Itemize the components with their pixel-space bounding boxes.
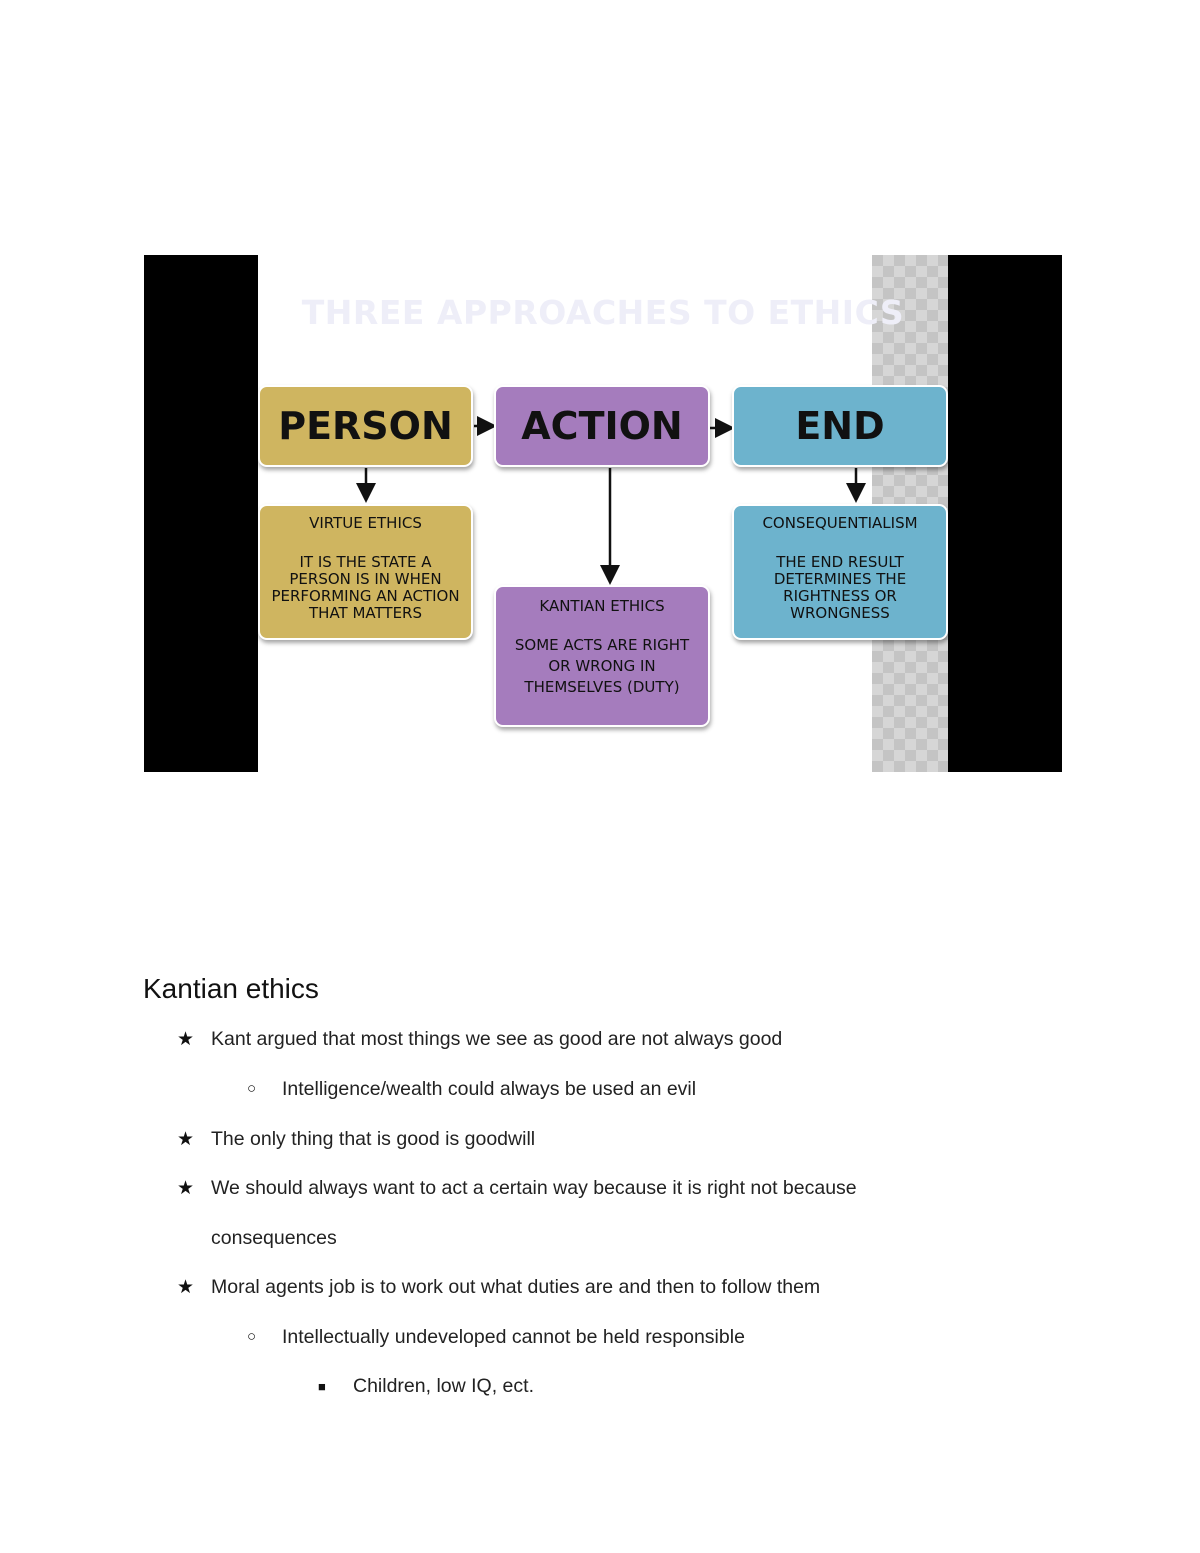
slide-title: THREE APPROACHES TO ETHICS: [301, 293, 905, 332]
bullet-item: Intellectually undeveloped cannot be hel…: [282, 1326, 745, 1348]
bullet-item: The only thing that is good is goodwill: [211, 1128, 536, 1150]
right-black-bar: [948, 255, 1062, 772]
action-label: ACTION: [521, 404, 683, 448]
bullet-item: We should always want to act a certain w…: [211, 1177, 857, 1199]
consequentialism-body: THE END RESULT DETERMINES THE RIGHTNESS …: [773, 553, 907, 622]
end-box: END: [732, 385, 948, 467]
bullet-item-continuation: consequences: [211, 1227, 337, 1249]
person-label: PERSON: [278, 404, 453, 448]
bullet-item: Children, low IQ, ect.: [353, 1375, 534, 1397]
bullet-item: Kant argued that most things we see as g…: [211, 1028, 783, 1050]
bullet-item: Intelligence/wealth could always be used…: [282, 1078, 697, 1100]
star-bullet-icon: ★: [177, 1129, 195, 1150]
virtue-ethics-box: VIRTUE ETHICS IT IS THE STATE A PERSON I…: [258, 504, 473, 640]
consequentialism-box: CONSEQUENTIALISM THE END RESULT DETERMIN…: [732, 504, 948, 640]
kantian-ethics-title: KANTIAN ETHICS: [539, 597, 665, 615]
notes-heading: Kantian ethics: [143, 973, 319, 1004]
kantian-ethics-box: KANTIAN ETHICS SOME ACTS ARE RIGHT OR WR…: [494, 585, 710, 727]
consequentialism-title: CONSEQUENTIALISM: [762, 514, 918, 532]
circle-bullet-icon: ○: [247, 1080, 257, 1097]
star-bullet-icon: ★: [177, 1029, 195, 1050]
kantian-ethics-body: SOME ACTS ARE RIGHT OR WRONG IN THEMSELV…: [514, 636, 690, 696]
action-box: ACTION: [494, 385, 710, 467]
bullet-item: Moral agents job is to work out what dut…: [211, 1276, 821, 1298]
virtue-ethics-body: IT IS THE STATE A PERSON IS IN WHEN PERF…: [271, 553, 460, 622]
star-bullet-icon: ★: [177, 1178, 195, 1199]
square-bullet-icon: ■: [318, 1379, 326, 1394]
diagram-arrows: [356, 416, 866, 585]
end-label: END: [795, 404, 885, 448]
left-black-bar: [144, 255, 258, 772]
virtue-ethics-title: VIRTUE ETHICS: [309, 514, 422, 532]
slide-image: THREE APPROACHES TO ETHICS PERSON ACTION…: [144, 255, 1062, 772]
star-bullet-icon: ★: [177, 1277, 195, 1298]
person-box: PERSON: [258, 385, 473, 467]
circle-bullet-icon: ○: [247, 1328, 257, 1345]
